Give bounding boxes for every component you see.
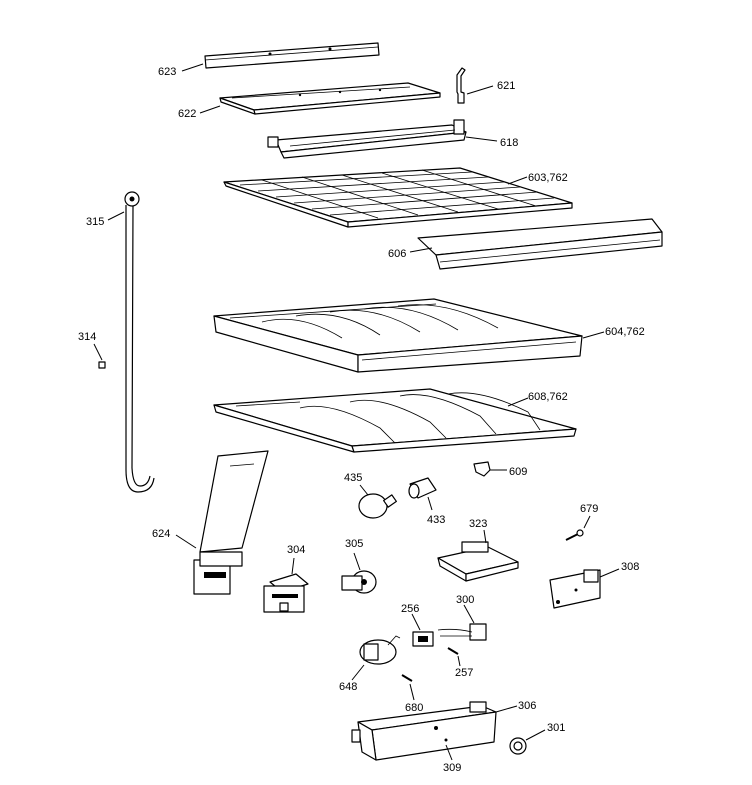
label-306: 306 xyxy=(518,700,536,712)
label-314: 314 xyxy=(78,331,96,343)
label-604-762: 604,762 xyxy=(605,326,645,338)
part-609-knob xyxy=(473,461,507,477)
label-609: 609 xyxy=(509,466,527,478)
part-306-housing xyxy=(351,701,518,761)
part-648-motor xyxy=(351,635,401,681)
label-608-762: 608,762 xyxy=(528,391,568,403)
part-624-plate xyxy=(175,450,269,595)
label-648: 648 xyxy=(339,681,357,693)
part-301-knob xyxy=(509,729,546,755)
label-315: 315 xyxy=(86,216,104,228)
part-305-dial xyxy=(341,552,377,594)
part-623-strip xyxy=(181,42,380,72)
label-301: 301 xyxy=(547,722,565,734)
label-606: 606 xyxy=(388,248,406,260)
part-304-block xyxy=(263,557,309,613)
label-323: 323 xyxy=(469,518,487,530)
part-606-cover xyxy=(409,218,663,270)
part-622-tray xyxy=(199,82,441,115)
part-256-switch xyxy=(411,613,434,647)
part-435-bulb xyxy=(358,484,397,519)
label-304: 304 xyxy=(287,544,305,556)
label-309: 309 xyxy=(443,762,461,774)
label-618: 618 xyxy=(500,137,518,149)
part-323-bracket xyxy=(437,529,519,582)
part-621-wire xyxy=(456,67,494,104)
label-679: 679 xyxy=(580,503,598,515)
label-433: 433 xyxy=(427,514,445,526)
part-309-pin xyxy=(445,744,453,761)
part-315-tube xyxy=(107,191,155,493)
part-608-shelf xyxy=(213,388,577,453)
label-623: 623 xyxy=(158,66,176,78)
label-622: 622 xyxy=(178,108,196,120)
label-435: 435 xyxy=(344,472,362,484)
label-308: 308 xyxy=(621,561,639,573)
part-314-clip xyxy=(93,343,106,369)
label-621: 621 xyxy=(497,80,515,92)
label-256: 256 xyxy=(401,603,419,615)
part-603-shelf xyxy=(223,167,573,228)
part-604-shelf xyxy=(213,298,605,373)
part-618-cover xyxy=(267,119,498,159)
part-257-screw xyxy=(447,647,461,667)
part-433-socket xyxy=(408,477,437,511)
label-624: 624 xyxy=(152,528,170,540)
label-603-762: 603,762 xyxy=(528,172,568,184)
label-300: 300 xyxy=(456,594,474,606)
part-308-plate xyxy=(549,568,620,609)
label-305: 305 xyxy=(345,538,363,550)
part-680-screw xyxy=(401,674,415,701)
label-680: 680 xyxy=(405,702,423,714)
label-257: 257 xyxy=(455,667,473,679)
part-300-harness xyxy=(437,604,487,641)
part-679-screw xyxy=(565,515,591,541)
